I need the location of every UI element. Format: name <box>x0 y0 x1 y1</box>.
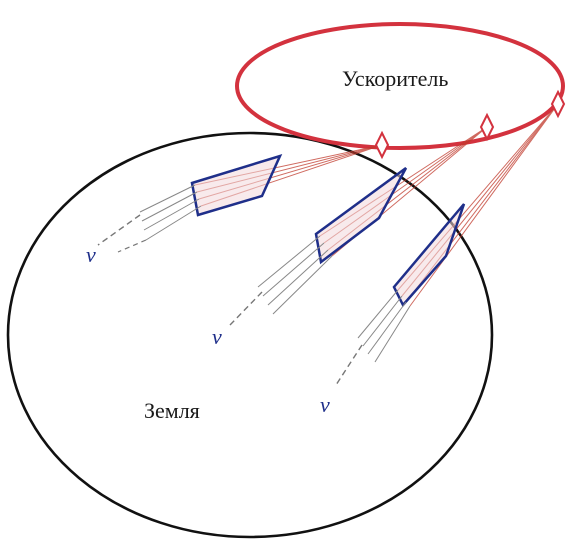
beam-1-exit-tracks <box>139 184 202 241</box>
beam-3-neutrino-dash <box>335 344 363 386</box>
emission-point-2 <box>479 112 495 142</box>
accelerator-ring <box>235 22 565 150</box>
neutrino-label-1: ν <box>86 242 96 267</box>
earth-label: Земля <box>144 398 200 423</box>
accelerator-label: Ускоритель <box>342 66 448 91</box>
beam-3-exit-tracks <box>357 289 411 363</box>
beam-2-exit-tracks <box>257 235 333 315</box>
beam-1-neutrino-dash <box>97 214 141 246</box>
beam-2-neutrino-dash <box>229 291 263 326</box>
emission-point-3 <box>550 89 566 119</box>
beam-2-detector <box>314 166 408 265</box>
beam-3-detector <box>392 203 466 308</box>
beam-1-detector <box>190 153 283 217</box>
beam-3: ν <box>320 103 559 417</box>
beam-2: ν <box>212 126 488 349</box>
neutrino-label-2: ν <box>212 324 222 349</box>
ring-emission-points <box>374 89 566 160</box>
neutrino-label-3: ν <box>320 392 330 417</box>
beam-1: ν <box>86 144 383 267</box>
earth-circle <box>6 131 494 539</box>
emission-point-1 <box>374 130 390 160</box>
